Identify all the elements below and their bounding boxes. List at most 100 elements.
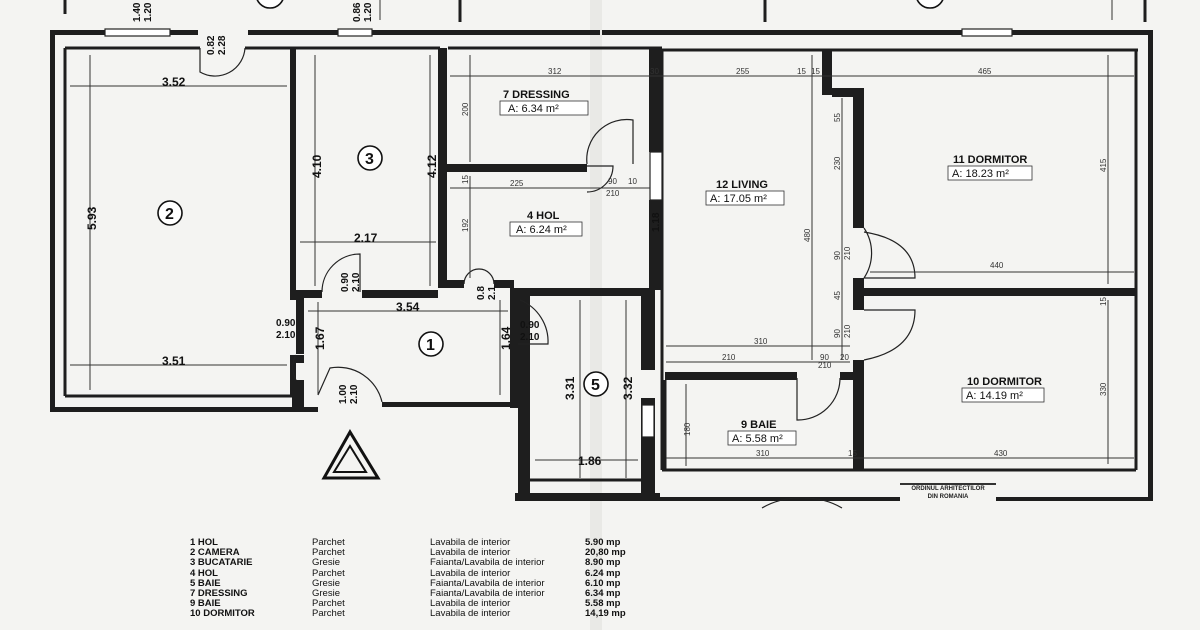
- room-label-hol: 4 HOL A: 6.24 m²: [509, 210, 583, 237]
- dim-10a: 10: [628, 177, 637, 186]
- dim-225: 225: [510, 179, 524, 188]
- dim-r1-width: 3.54: [396, 300, 420, 314]
- dim-310b: 310: [756, 449, 770, 458]
- area-cell: 6.10 mp: [585, 577, 621, 589]
- window-room5: [641, 404, 655, 438]
- room-5-number: 5: [591, 377, 600, 394]
- wall-cell: Lavabila de interior: [430, 598, 511, 610]
- dim-255: 255: [736, 67, 750, 76]
- dim-15c: 15: [461, 175, 470, 184]
- dim-door-entry-a: 1.00: [338, 384, 349, 404]
- window-room4: [649, 151, 663, 201]
- dim-lines-left: [70, 55, 638, 478]
- dim-top-win2-a: 0.86: [352, 2, 363, 22]
- room-2-circle: [157, 200, 183, 226]
- area-cell: 6.24 mp: [585, 567, 621, 579]
- dim-90d: 90: [820, 353, 829, 362]
- doors: [199, 47, 916, 421]
- table-row: 10 DORMITOR Parchet Lavabila de interior…: [190, 609, 642, 619]
- floor-cell: Parchet: [312, 608, 345, 620]
- room-area: A: 6.34 m²: [508, 103, 559, 115]
- wall-cell: Lavabila de interior: [430, 537, 511, 548]
- room-cell: 1 HOL: [190, 537, 218, 548]
- dim-door-r2-b: 2.10: [276, 330, 296, 341]
- top-remnant-circle: [916, 0, 944, 9]
- floor-cell: Parchet: [312, 547, 345, 559]
- window-room3: [337, 28, 373, 37]
- floor-cell: Gresie: [312, 587, 340, 599]
- wall-cell: Lavabila de interior: [430, 608, 511, 620]
- dim-90a: 90: [608, 177, 617, 186]
- room-name: 10 DORMITOR: [967, 376, 1042, 388]
- room-area: A: 18.23 m²: [952, 168, 1009, 180]
- room-cell: 5 BAIE: [190, 577, 221, 589]
- dim-90b: 90: [833, 251, 842, 260]
- room-cell: 9 BAIE: [190, 598, 221, 610]
- dim-210e: 210: [818, 361, 832, 370]
- dim-200: 200: [461, 102, 470, 116]
- table-row: 5 BAIE Gresie Faianta/Lavabila de interi…: [190, 577, 642, 589]
- dim-15e: 15: [848, 449, 857, 458]
- stamp-line-1: ORDINUL ARHITECTILOR: [911, 486, 985, 492]
- dim-210a: 210: [606, 189, 620, 198]
- dim-180: 180: [683, 422, 692, 436]
- room-label-dormitor-10: 10 DORMITOR A: 14.19 m²: [961, 376, 1045, 403]
- architect-stamp: ORDINUL ARHITECTILOR DIN ROMANIA: [900, 483, 996, 507]
- wall-cell: Faianta/Lavabila de interior: [430, 557, 545, 569]
- room-cell: 4 HOL: [190, 567, 218, 579]
- room-2-number: 2: [165, 206, 174, 223]
- room-area: A: 6.24 m²: [516, 224, 567, 236]
- floor-cell: Parchet: [312, 567, 345, 579]
- room-3-number: 3: [365, 151, 374, 168]
- room-cell: 7 DRESSING: [190, 587, 248, 599]
- dim-r5-right-h: 3.32: [621, 376, 635, 400]
- room-cell: 2 CAMERA: [190, 547, 240, 559]
- dim-210b: 210: [843, 246, 852, 260]
- dim-118: 1.18: [651, 212, 662, 232]
- dim-r3-height-left: 4.10: [310, 154, 324, 178]
- dim-r3-height-right: 4.12: [425, 154, 439, 178]
- room-name: 4 HOL: [527, 210, 560, 222]
- area-cell: 8.90 mp: [585, 557, 621, 569]
- floor-cell: Parchet: [312, 537, 345, 548]
- area-cell: 5.58 mp: [585, 598, 621, 610]
- dim-90c: 90: [833, 329, 842, 338]
- dim-top-win2-b: 1.20: [363, 2, 374, 22]
- floor-cell: Gresie: [312, 557, 340, 569]
- room-1-number: 1: [426, 337, 435, 354]
- dim-465: 465: [978, 67, 992, 76]
- dim-door-entry-b: 2.10: [349, 384, 360, 404]
- dim-330: 330: [1099, 382, 1108, 396]
- page-fold: [590, 0, 602, 630]
- table-row: 4 HOL Parchet Lavabila de interior 6.24 …: [190, 567, 642, 579]
- dim-310a: 310: [754, 337, 768, 346]
- room-name: 12 LIVING: [716, 179, 768, 191]
- dim-230: 230: [833, 156, 842, 170]
- dim-192: 192: [461, 218, 470, 232]
- wall-cell: Faianta/Lavabila de interior: [430, 577, 545, 589]
- room-area: A: 5.58 m²: [732, 433, 783, 445]
- dim-415: 415: [1099, 158, 1108, 172]
- dim-r3-width: 2.17: [354, 231, 378, 245]
- dim-r2-bottom: 3.51: [162, 354, 186, 368]
- area-cell: 20,80 mp: [585, 547, 626, 559]
- dim-win-r2-a: 0.82: [206, 35, 217, 55]
- dim-55: 55: [833, 113, 842, 122]
- room-1-circle: [418, 331, 444, 357]
- room-area: A: 17.05 m²: [710, 193, 767, 205]
- table-row: 3 BUCATARIE Gresie Faianta/Lavabila de i…: [190, 558, 642, 568]
- dim-r2-width: 3.52: [162, 75, 186, 89]
- room-cell: 3 BUCATARIE: [190, 557, 253, 569]
- dim-210c: 210: [843, 324, 852, 338]
- dim-top-win1-b: 1.20: [143, 2, 154, 22]
- dim-20: 20: [840, 353, 849, 362]
- stamp-line-2: DIN ROMANIA: [927, 494, 969, 500]
- room-label-dressing: 7 DRESSING A: 6.34 m²: [499, 89, 589, 116]
- dim-door-r4-b: 2.1: [487, 286, 498, 300]
- wall-cell: Faianta/Lavabila de interior: [430, 587, 545, 599]
- wall-cell: Lavabila de interior: [430, 567, 511, 579]
- dim-door-r5-a: 0.90: [520, 320, 540, 331]
- area-cell: 14,19 mp: [585, 608, 626, 620]
- floor-cell: Parchet: [312, 598, 345, 610]
